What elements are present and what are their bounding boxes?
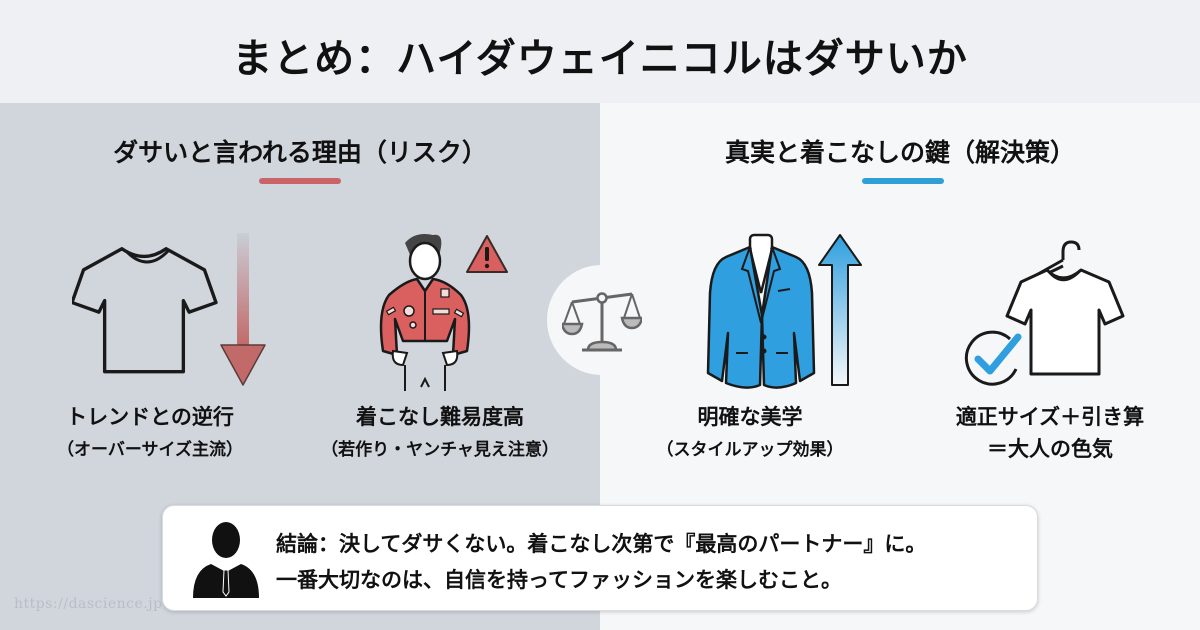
page-title: まとめ：ハイダウェイニコルはダサいか bbox=[232, 35, 968, 82]
solution-item-label: 適正サイズ＋引き算 bbox=[955, 405, 1145, 429]
watermark: https://dascience.jp bbox=[14, 596, 163, 612]
hanger-shirt-icon bbox=[1005, 240, 1125, 376]
risk-title-underline bbox=[259, 178, 341, 184]
conclusion-line-2: 一番大切なのは、自信を持ってファッションを楽しむこと。 bbox=[276, 568, 842, 592]
checkmark-circle-icon bbox=[964, 330, 1022, 386]
up-arrow-icon bbox=[818, 234, 862, 386]
risk-item-sub: （若作り・ヤンチャ見え注意） bbox=[321, 440, 559, 460]
t-shirt-icon bbox=[72, 247, 218, 374]
risk-panel-title: ダサいと言われる理由（リスク） bbox=[113, 138, 487, 167]
header: まとめ：ハイダウェイニコルはダサいか bbox=[0, 0, 1200, 103]
man-in-patched-jacket-icon bbox=[379, 234, 471, 391]
risk-item-sub: （オーバーサイズ主流） bbox=[57, 440, 243, 460]
solution-item-aesthetic: 明確な美学 （スタイルアップ効果） bbox=[640, 401, 860, 460]
balance-scale-icon bbox=[562, 292, 642, 352]
balance-badge bbox=[547, 265, 657, 375]
risk-item-trend: トレンドとの逆行 （オーバーサイズ主流） bbox=[40, 401, 260, 460]
risk-item-label: トレンドとの逆行 bbox=[66, 405, 234, 429]
conclusion-box: 結論：決してダサくない。着こなし次第で『最高のパートナー』に。 一番大切なのは、… bbox=[162, 505, 1038, 611]
solution-item-sub: ＝大人の色気 bbox=[987, 437, 1113, 461]
down-arrow-icon bbox=[220, 233, 266, 386]
solution-panel-title: 真実と着こなしの鍵（解決策） bbox=[724, 138, 1075, 167]
blue-jacket-icon bbox=[706, 233, 816, 389]
solution-title-underline bbox=[862, 178, 944, 184]
risk-item-difficulty: 着こなし難易度高 （若作り・ヤンチャ見え注意） bbox=[310, 401, 570, 460]
warning-icon bbox=[466, 235, 508, 273]
solution-item-fit: 適正サイズ＋引き算 ＝大人の色気 bbox=[930, 401, 1170, 463]
conclusion-line-1: 結論：決してダサくない。着こなし次第で『最高のパートナー』に。 bbox=[276, 532, 927, 556]
solution-item-sub: （スタイルアップ効果） bbox=[656, 440, 844, 460]
risk-item-label: 着こなし難易度高 bbox=[356, 405, 524, 429]
solution-item-label: 明確な美学 bbox=[697, 405, 803, 429]
businessman-avatar-icon bbox=[193, 522, 259, 598]
